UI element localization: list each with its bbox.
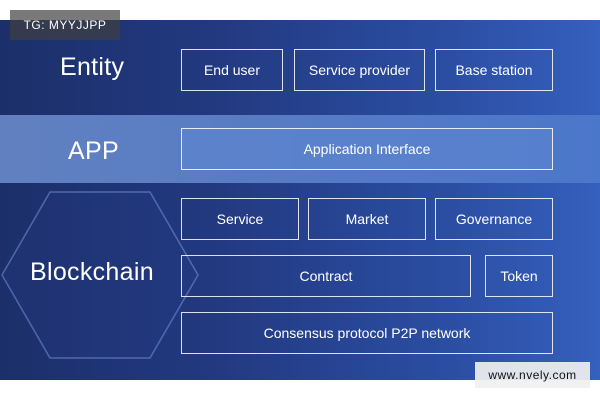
watermark-top-left: TG: MYYJJPP [10,10,120,40]
service-box: Service [181,198,299,240]
end-user-box: End user [181,49,283,91]
token-box: Token [485,255,553,297]
blockchain-layer-label: Blockchain [30,258,154,286]
architecture-panel: Entity End user Service provider Base st… [0,20,600,380]
blockchain-hexagon-icon [1,191,199,359]
entity-layer-label: Entity [60,53,125,81]
application-interface-box: Application Interface [181,128,553,170]
governance-box: Governance [435,198,553,240]
app-layer-label: APP [68,137,119,165]
service-provider-box: Service provider [294,49,425,91]
consensus-p2p-box: Consensus protocol P2P network [181,312,553,354]
base-station-box: Base station [435,49,553,91]
watermark-bottom-right: www.nvely.com [475,362,590,388]
contract-box: Contract [181,255,471,297]
market-box: Market [308,198,426,240]
